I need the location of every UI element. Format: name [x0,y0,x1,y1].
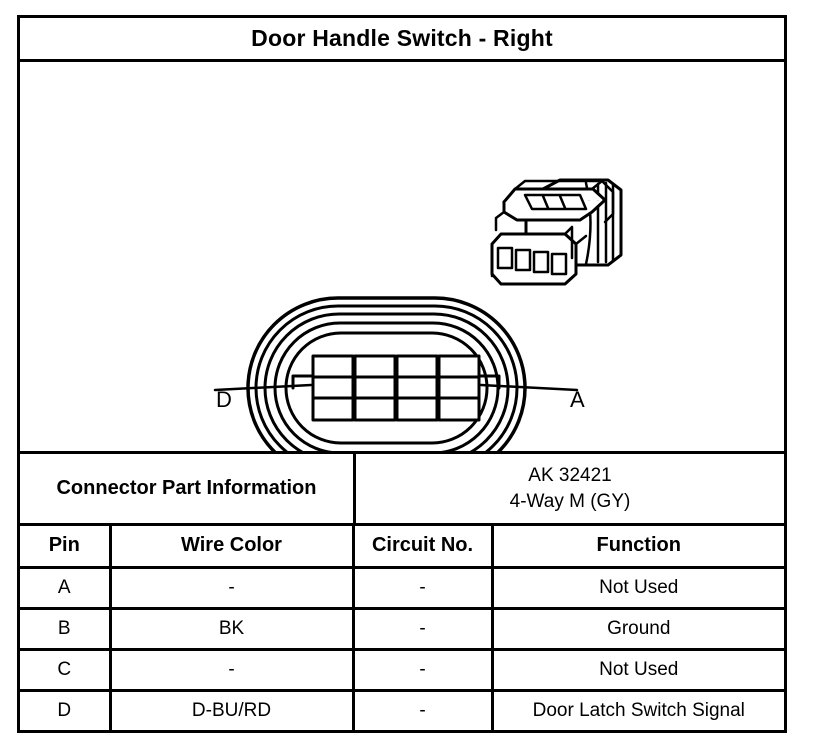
cell-circuit-no: - [353,567,494,610]
connector-part-information-label: Connector Part Information [20,454,356,523]
table-row: B BK - Ground [20,608,784,651]
cavity-C [353,354,397,422]
cell-function: Door Latch Switch Signal [532,700,745,722]
pin-table: Pin Wire Color Circuit No. Function A - … [20,526,784,731]
terminal-cavities [311,354,481,422]
connector-part-information-row: Connector Part Information AK 32421 4-Wa… [20,454,784,526]
table-row: C - - Not Used [20,649,784,692]
cell-pin: A [20,567,112,610]
cell-pin: C [20,649,112,692]
connector-face-front-view [213,296,579,451]
table-header-row: Pin Wire Color Circuit No. Function [20,526,784,569]
page-title: Door Handle Switch - Right [251,25,553,51]
pin-leader-lines [213,374,579,392]
table-row: A - - Not Used [20,567,784,610]
connector-info-panel: Door Handle Switch - Right [17,15,787,733]
cell-pin: D [20,690,112,731]
connector-part-description: 4-Way M (GY) [509,490,631,512]
table-row: D D-BU/RD - Door Latch Switch Signal [20,690,784,731]
cavity-B [395,354,439,422]
connector-diagram: D A [20,62,784,454]
cell-wire-color: - [110,649,355,692]
cell-function: Not Used [492,567,784,610]
connector-body-perspective-view [490,178,623,286]
cell-circuit-no: - [353,608,494,651]
column-header-function: Function [492,526,784,569]
cell-wire-color: D-BU/RD [110,690,355,731]
cavity-D [311,354,355,422]
cell-function: Not Used [492,649,784,692]
cell-function: Ground [492,608,784,651]
cell-circuit-no: - [353,690,494,731]
pin-callout-a: A [570,387,585,412]
column-header-pin: Pin [20,526,112,569]
cavity-A [437,354,481,422]
cell-pin: B [20,608,112,651]
cell-circuit-no: - [353,649,494,692]
connector-diagram-svg [213,178,623,451]
cell-wire-color: BK [110,608,355,651]
connector-part-information-value: AK 32421 4-Way M (GY) [356,454,784,523]
column-header-wire-color: Wire Color [110,526,355,569]
pin-callout-d: D [216,387,232,412]
panel-title-bar: Door Handle Switch - Right [20,18,784,62]
connector-part-number: AK 32421 [528,464,612,486]
column-header-circuit-no: Circuit No. [353,526,494,569]
cell-wire-color: - [110,567,355,610]
